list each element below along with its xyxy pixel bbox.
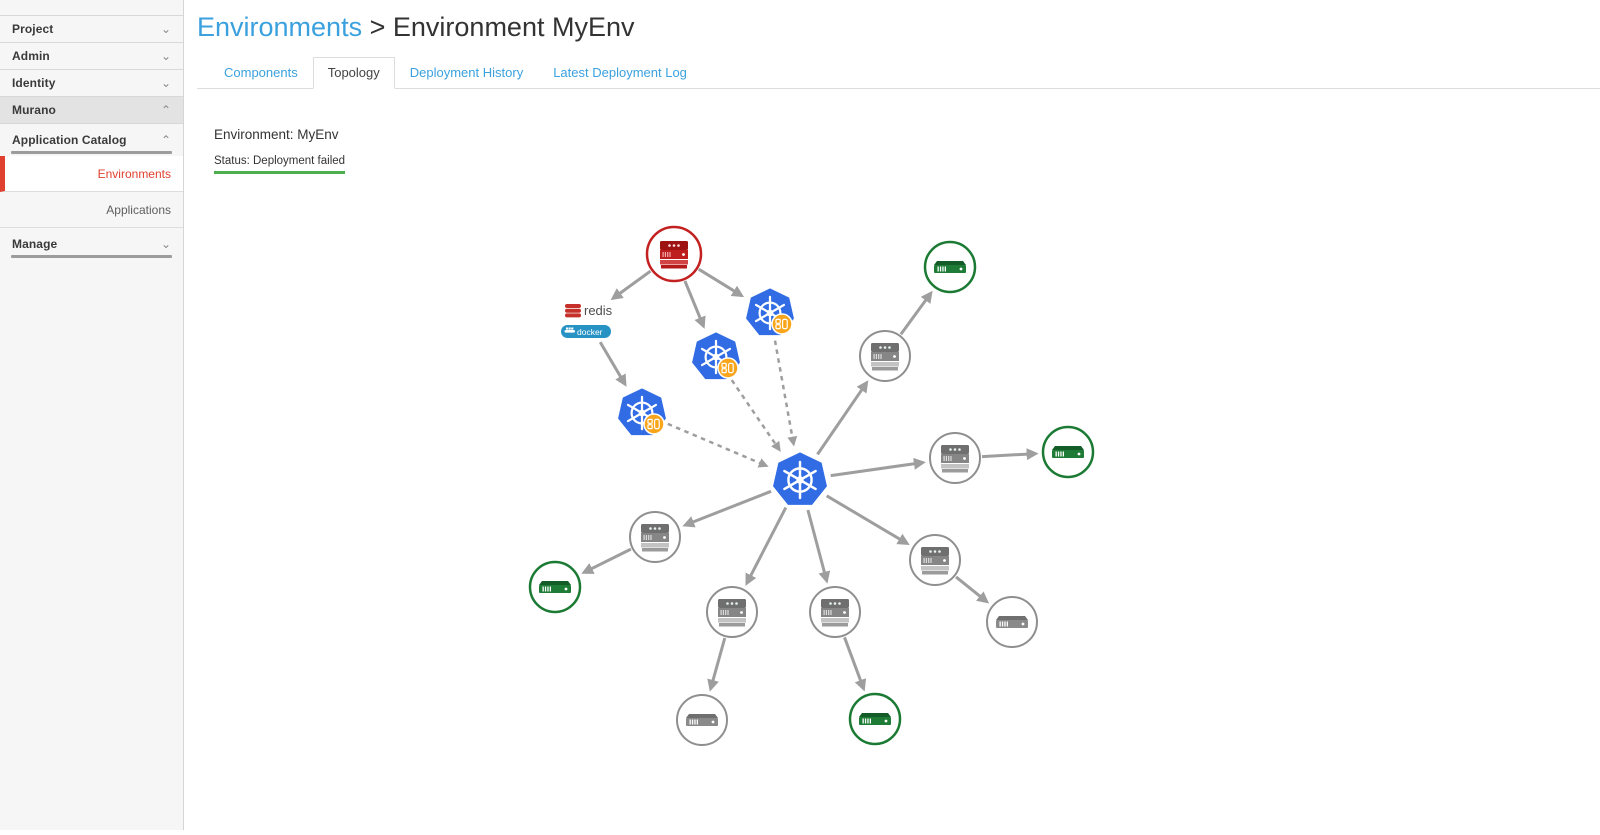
topology-edge-kubernetes-cluster-host-2 bbox=[831, 463, 923, 476]
topology-edge-pod-2-kubernetes-cluster bbox=[732, 380, 779, 449]
topology-edge-failed-service-pod-1 bbox=[699, 269, 741, 295]
breadcrumb-separator: > bbox=[370, 12, 386, 42]
node-host-6[interactable] bbox=[910, 535, 960, 585]
topology-edge-pod-1-kubernetes-cluster bbox=[775, 341, 794, 444]
topology-edge-kubernetes-cluster-host-6 bbox=[827, 496, 907, 543]
sidebar-item-label: Murano bbox=[12, 103, 56, 117]
page-title: Environments > Environment MyEnv bbox=[197, 12, 1600, 43]
node-failed-service[interactable] bbox=[647, 227, 701, 281]
topology-edge-host-5-instance-5 bbox=[845, 637, 864, 688]
sidebar-item-manage[interactable]: Manage ⌄ bbox=[0, 228, 183, 260]
sidebar-partial-row bbox=[0, 0, 183, 16]
sidebar-item-application-catalog[interactable]: Application Catalog ⌃ bbox=[0, 124, 183, 156]
environment-status-badge: Status: Deployment failed bbox=[214, 155, 345, 174]
environment-name: Environment: MyEnv bbox=[214, 127, 1600, 142]
node-instance-4[interactable] bbox=[677, 695, 727, 745]
topology-edge-host-2-instance-2 bbox=[982, 454, 1035, 457]
chevron-down-icon: ⌄ bbox=[161, 50, 171, 62]
sidebar-item-applications[interactable]: Applications bbox=[0, 192, 183, 228]
node-host-5[interactable] bbox=[810, 587, 860, 637]
topology-edge-kubernetes-cluster-host-4 bbox=[747, 508, 786, 583]
tab-components[interactable]: Components bbox=[209, 57, 313, 89]
sidebar-item-project[interactable]: Project ⌄ bbox=[0, 16, 183, 43]
tab-latest-deployment-log[interactable]: Latest Deployment Log bbox=[538, 57, 702, 89]
sidebar-item-label: Admin bbox=[12, 49, 50, 63]
chevron-down-icon: ⌄ bbox=[161, 23, 171, 35]
page-title-text: Environment MyEnv bbox=[393, 12, 635, 42]
topology-edge-redis-docker-pod-3 bbox=[600, 342, 625, 384]
topology-nodes: redis docker bbox=[530, 227, 1093, 745]
sidebar-item-admin[interactable]: Admin ⌄ bbox=[0, 43, 183, 70]
chevron-down-icon: ⌄ bbox=[161, 77, 171, 89]
topology-edge-kubernetes-cluster-host-3 bbox=[686, 491, 771, 525]
tab-bar: Components Topology Deployment History L… bbox=[197, 57, 1600, 89]
topology-edge-kubernetes-cluster-host-5 bbox=[808, 510, 827, 580]
tab-deployment-history[interactable]: Deployment History bbox=[395, 57, 538, 89]
sidebar-item-label: Project bbox=[12, 22, 53, 36]
topology-edge-pod-3-kubernetes-cluster bbox=[668, 424, 766, 466]
sidebar-item-label: Manage bbox=[12, 237, 57, 251]
main-content: Environments > Environment MyEnv Compone… bbox=[185, 0, 1600, 174]
node-host-4[interactable] bbox=[707, 587, 757, 637]
chevron-up-icon: ⌃ bbox=[161, 134, 171, 146]
topology-edge-host-6-instance-6 bbox=[956, 577, 986, 601]
docker-label: docker bbox=[577, 327, 603, 337]
environment-info: Environment: MyEnv Status: Deployment fa… bbox=[214, 127, 1600, 174]
topology-edge-host-3-instance-3 bbox=[585, 549, 631, 572]
chevron-down-icon: ⌄ bbox=[161, 238, 171, 250]
node-pod-1[interactable] bbox=[745, 287, 796, 336]
node-instance-3[interactable] bbox=[530, 562, 580, 612]
sidebar-item-label: Applications bbox=[106, 203, 171, 217]
node-instance-6[interactable] bbox=[987, 597, 1037, 647]
sidebar: Project ⌄ Admin ⌄ Identity ⌄ Murano ⌃ Ap… bbox=[0, 0, 184, 830]
topology-edge-host-4-instance-4 bbox=[711, 638, 725, 688]
topology-edge-failed-service-pod-2 bbox=[685, 281, 703, 326]
node-pod-2[interactable] bbox=[691, 331, 742, 380]
node-pod-3[interactable] bbox=[617, 387, 668, 436]
node-instance-1[interactable] bbox=[925, 242, 975, 292]
node-instance-2[interactable] bbox=[1043, 427, 1093, 477]
topology-edge-failed-service-redis-docker bbox=[614, 271, 651, 298]
node-host-1[interactable] bbox=[860, 331, 910, 381]
breadcrumb-environments-link[interactable]: Environments bbox=[197, 12, 362, 42]
tab-topology[interactable]: Topology bbox=[313, 57, 395, 89]
sidebar-item-label: Application Catalog bbox=[12, 133, 127, 147]
node-kubernetes-cluster[interactable] bbox=[772, 451, 829, 506]
sidebar-item-label: Environments bbox=[98, 167, 171, 181]
topology-edge-host-1-instance-1 bbox=[901, 294, 931, 335]
node-host-2[interactable] bbox=[930, 433, 980, 483]
node-instance-5[interactable] bbox=[850, 694, 900, 744]
node-redis-docker[interactable]: redis docker bbox=[561, 303, 613, 338]
sidebar-item-environments[interactable]: Environments bbox=[0, 156, 183, 192]
redis-label: redis bbox=[584, 303, 613, 318]
topology-edge-kubernetes-cluster-host-1 bbox=[818, 383, 867, 454]
chevron-up-icon: ⌃ bbox=[161, 104, 171, 116]
sidebar-item-murano[interactable]: Murano ⌃ bbox=[0, 97, 183, 124]
sidebar-item-label: Identity bbox=[12, 76, 55, 90]
sidebar-item-identity[interactable]: Identity ⌄ bbox=[0, 70, 183, 97]
node-host-3[interactable] bbox=[630, 512, 680, 562]
